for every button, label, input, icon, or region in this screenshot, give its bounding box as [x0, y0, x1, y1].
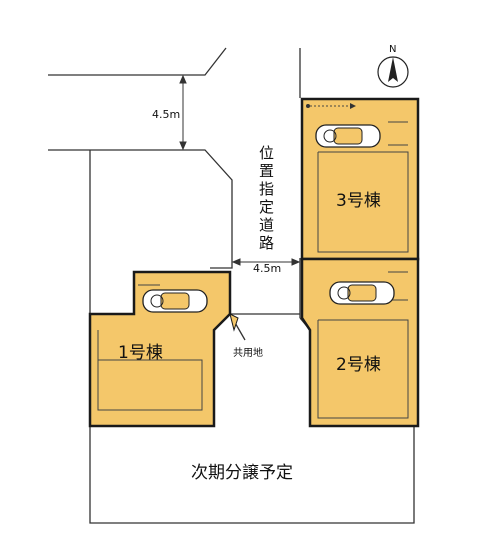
compass-label: N: [389, 44, 396, 55]
road-name-vertical: 位 置 指 定 道 路: [259, 144, 274, 252]
lot-3: 3号棟: [300, 97, 420, 261]
road-edge-lower: [48, 149, 233, 269]
shared-land: 共用地: [229, 313, 263, 359]
road-width-mid: 4.5m: [253, 262, 281, 275]
car-icon: [142, 289, 208, 313]
building-1-label: 1号棟: [118, 343, 163, 363]
road-name-char-2: 置: [259, 162, 274, 180]
car-icon: [329, 281, 395, 305]
road-name-char-4: 定: [259, 198, 274, 216]
boundary-lines: [48, 47, 415, 524]
road-name-char-3: 指: [259, 180, 274, 198]
road-name-char-5: 道: [259, 216, 274, 234]
shared-land-label: 共用地: [233, 346, 263, 359]
dimensions: [179, 74, 301, 266]
road-name-char-6: 路: [259, 234, 274, 252]
future-lot-boundary: [89, 425, 415, 524]
north-arrow-icon: N: [377, 44, 409, 88]
future-sale-label: 次期分譲予定: [191, 463, 293, 483]
building-3-label: 3号棟: [336, 191, 381, 211]
left-road-edge: [48, 47, 227, 76]
lot-1: 1号棟: [88, 270, 232, 428]
road-name-char-1: 位: [259, 144, 274, 162]
building-2-label: 2号棟: [336, 355, 381, 375]
lot-2: 2号棟: [300, 257, 420, 428]
car-icon: [315, 124, 381, 148]
road-width-top: 4.5m: [152, 108, 180, 121]
